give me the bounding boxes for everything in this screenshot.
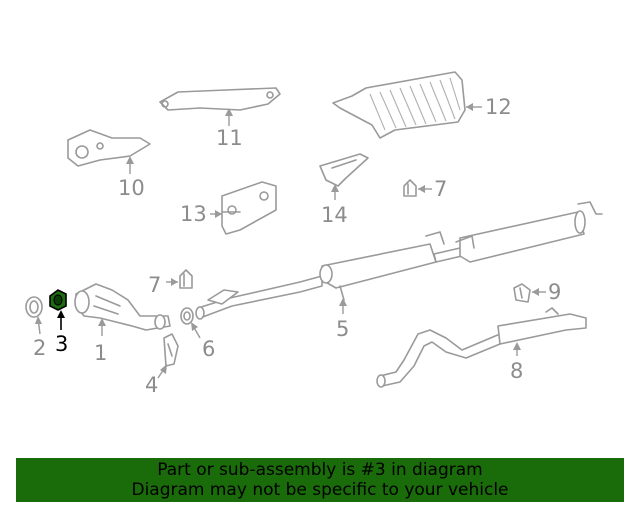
part-11-bracket[interactable] <box>159 87 281 111</box>
callout-1: 1 <box>94 341 107 365</box>
callout-13: 13 <box>180 202 207 226</box>
callout-11: 11 <box>216 126 243 150</box>
part-14-bracket[interactable] <box>319 153 369 187</box>
part-7-hanger-lower[interactable] <box>179 269 193 289</box>
callout-2: 2 <box>33 336 46 360</box>
part-12-heat-shield[interactable] <box>332 71 466 139</box>
exhaust-parts-diagram: 12 11 10 14 7 13 <box>25 71 603 397</box>
part-1-catalytic-converter[interactable] <box>74 283 171 331</box>
callout-7-upper: 7 <box>434 177 447 201</box>
part-4-bracket[interactable] <box>163 333 179 367</box>
callout-6: 6 <box>202 337 215 361</box>
callout-9: 9 <box>548 280 561 304</box>
part-7-hanger-upper[interactable] <box>403 179 417 197</box>
banner-line-2: Diagram may not be specific to your vehi… <box>131 480 509 500</box>
part-9-hanger[interactable] <box>513 283 531 303</box>
banner-line-1: Part or sub-assembly is #3 in diagram <box>157 460 483 480</box>
callout-4: 4 <box>145 373 158 397</box>
callout-3-highlighted: 3 <box>55 332 68 356</box>
info-banner: Part or sub-assembly is #3 in diagram Di… <box>16 458 624 502</box>
callout-5: 5 <box>336 317 349 341</box>
part-10-bracket[interactable] <box>67 129 151 167</box>
part-13-bracket[interactable] <box>221 181 277 235</box>
part-2-gasket[interactable] <box>25 296 43 318</box>
callout-12: 12 <box>485 95 512 119</box>
part-6-gasket[interactable] <box>180 307 194 325</box>
part-8-tail-pipe[interactable] <box>376 307 587 388</box>
callout-8: 8 <box>510 359 523 383</box>
part-3-nut-highlighted[interactable] <box>49 289 67 311</box>
callout-14: 14 <box>321 203 348 227</box>
callout-10: 10 <box>118 176 145 200</box>
callout-7-lower: 7 <box>148 273 161 297</box>
part-5-center-pipe-muffler[interactable] <box>195 201 603 320</box>
